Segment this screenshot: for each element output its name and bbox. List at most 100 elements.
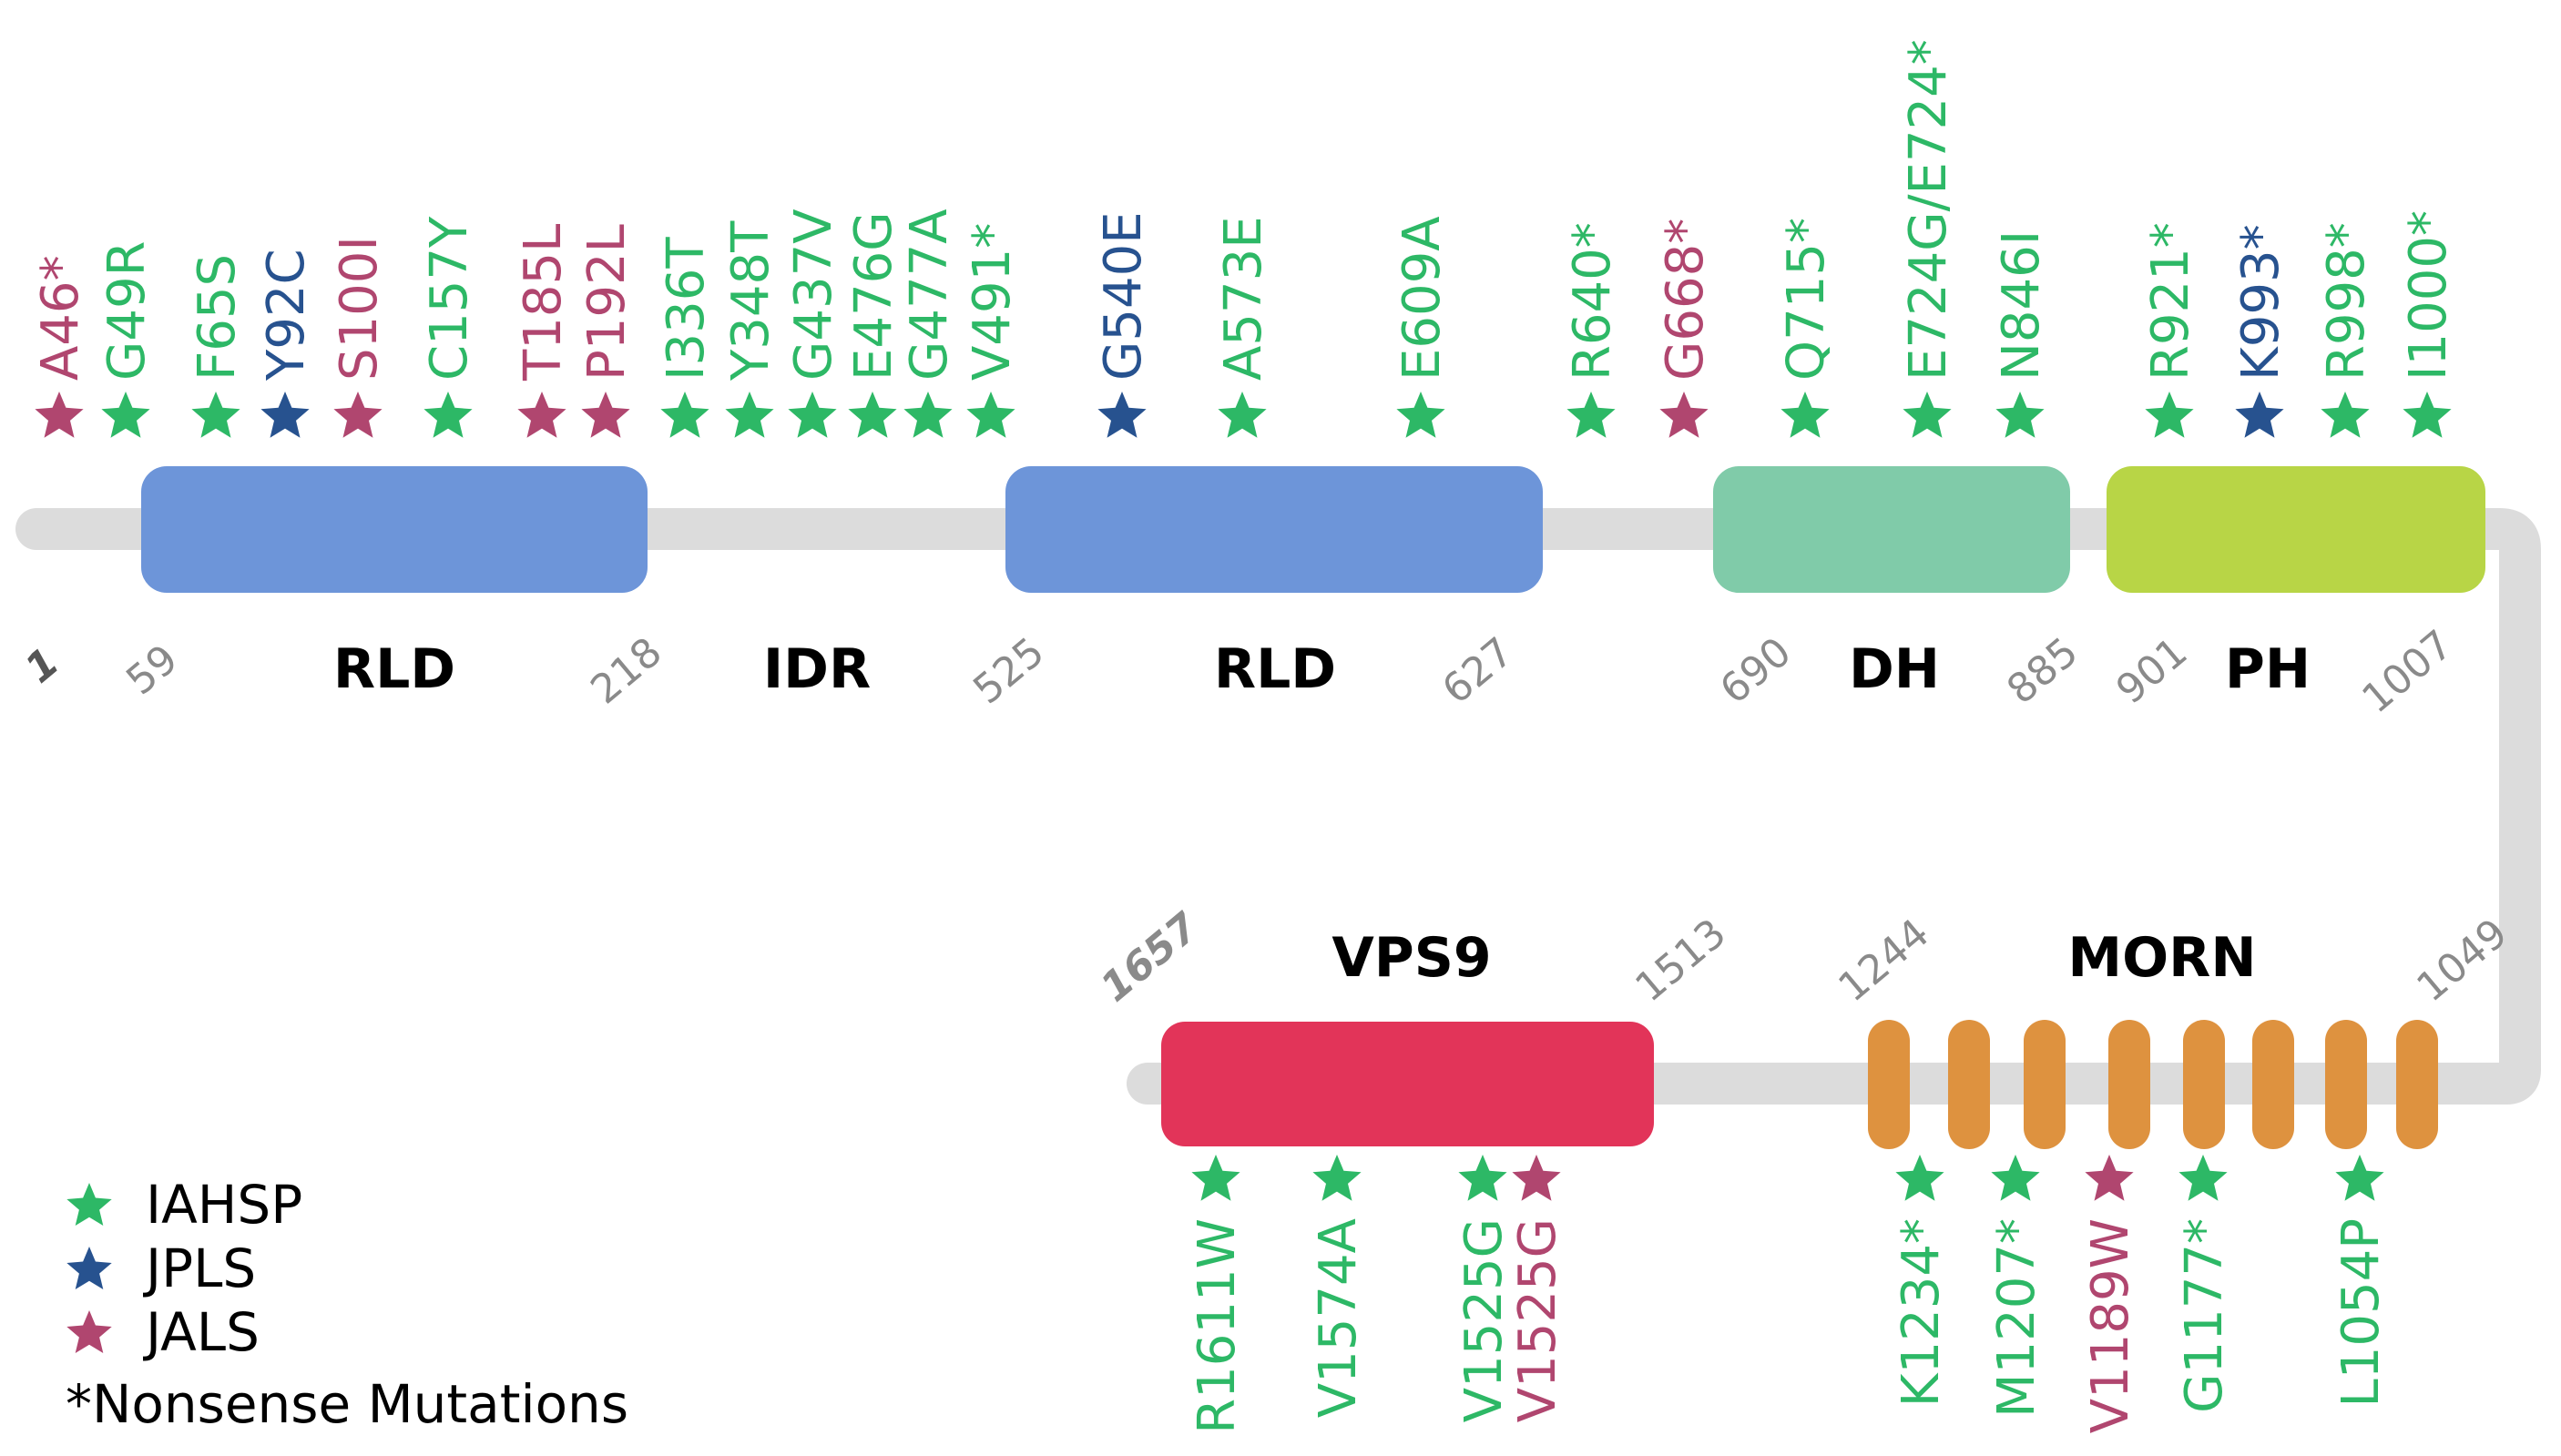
star-icon — [2235, 392, 2284, 438]
star-icon — [848, 392, 897, 438]
mutation-label: R921* — [2141, 222, 2200, 381]
domain-label-vps9: VPS9 — [1332, 926, 1491, 990]
star-icon — [660, 392, 709, 438]
star-icon — [966, 392, 1015, 438]
mutation-label: Q715* — [1777, 218, 1836, 381]
mutation-label: I336T — [657, 237, 716, 381]
morn-repeat — [1948, 1020, 1990, 1149]
star-icon — [1512, 1155, 1561, 1201]
mutation-label: E609A — [1393, 216, 1452, 381]
star-icon — [66, 1310, 112, 1353]
boundary-number: 901 — [2107, 628, 2196, 713]
mutation-label: N846I — [1992, 230, 2051, 381]
n-terminus-number: 1 — [16, 639, 67, 693]
mutation-label: E476G — [844, 211, 903, 381]
boundary-number: 690 — [1711, 628, 1800, 713]
mutation-label: L1054P — [2331, 1218, 2391, 1407]
legend-label-jpls: JPLS — [143, 1237, 256, 1299]
morn-repeat — [2183, 1020, 2225, 1149]
star-icon — [517, 392, 566, 438]
morn-repeat — [1868, 1020, 1910, 1149]
legend-label-jals: JALS — [143, 1301, 260, 1363]
mutation-label: R998* — [2317, 222, 2376, 381]
rld-domain-1 — [141, 466, 648, 593]
domain-label-morn: MORN — [2067, 926, 2256, 990]
morn-repeat — [2108, 1020, 2150, 1149]
star-icon — [1995, 392, 2045, 438]
mutation-label: G49R — [97, 240, 157, 381]
star-icon — [1780, 392, 1830, 438]
mutation-label: V1574A — [1309, 1218, 1368, 1418]
mutation-label: V491* — [963, 223, 1022, 381]
c-terminus-number: 1657 — [1092, 903, 1208, 1011]
star-icon — [35, 392, 84, 438]
star-icon — [581, 392, 630, 438]
mutation-label: M1207* — [1987, 1218, 2046, 1418]
morn-repeat — [2024, 1020, 2066, 1149]
boundary-number: 885 — [1998, 628, 2087, 713]
mutation-label: K993* — [2231, 224, 2291, 381]
mutation-label: V1525G — [1508, 1218, 1567, 1422]
boundary-number: 59 — [117, 636, 187, 704]
star-icon — [1396, 392, 1445, 438]
star-icon — [1991, 1155, 2040, 1201]
star-icon — [1097, 392, 1147, 438]
star-icon — [1895, 1155, 1944, 1201]
mutation-label: G540E — [1094, 211, 1153, 381]
rld-domain-2 — [1005, 466, 1543, 593]
star-icon — [725, 392, 774, 438]
idr-label: IDR — [763, 637, 871, 701]
star-icon — [2335, 1155, 2384, 1201]
boundary-number: 1007 — [2353, 621, 2462, 722]
star-icon — [1566, 392, 1616, 438]
dh-domain — [1713, 466, 2070, 593]
star-icon — [788, 392, 837, 438]
star-icon — [66, 1247, 112, 1289]
mutation-label: V1189W — [2081, 1218, 2140, 1433]
morn-repeats — [1868, 1020, 2438, 1149]
mutation-label: Y348T — [721, 220, 781, 382]
star-icon — [2403, 392, 2452, 438]
mutation-label: G477A — [900, 209, 959, 381]
boundary-number: 1513 — [1627, 910, 1735, 1011]
mutation-label: A573E — [1214, 216, 1273, 381]
boundary-number: 627 — [1434, 628, 1522, 713]
mutation-label: Y92C — [257, 249, 316, 382]
boundary-number: 218 — [582, 628, 670, 713]
legend-label-iahsp: IAHSP — [146, 1174, 302, 1236]
mutation-label: A46* — [31, 255, 90, 381]
boundary-number: 525 — [964, 628, 1053, 713]
mutation-label: T185L — [514, 224, 573, 382]
star-icon — [260, 392, 310, 438]
mutation-label: S100I — [330, 236, 389, 381]
morn-repeat — [2252, 1020, 2294, 1149]
mutation-label: R640* — [1563, 222, 1622, 381]
domain-label-ph: PH — [2225, 637, 2311, 701]
star-icon — [333, 392, 383, 438]
ph-domain — [2107, 466, 2485, 593]
star-icon — [1903, 392, 1952, 438]
mutation-label: E724G/E724* — [1899, 39, 1958, 381]
morn-repeat — [2325, 1020, 2367, 1149]
star-icon — [1218, 392, 1267, 438]
vps9-domain — [1161, 1022, 1654, 1146]
boundary-number: 1244 — [1830, 910, 1938, 1011]
legend: IAHSP JPLS JALS *Nonsense Mutations — [66, 1174, 628, 1435]
protein-backbone — [15, 508, 2541, 1105]
star-icon — [1458, 1155, 1507, 1201]
star-icon — [2178, 1155, 2228, 1201]
star-icon — [191, 392, 240, 438]
star-icon — [423, 392, 473, 438]
star-icon — [1659, 392, 1709, 438]
star-icon — [1191, 1155, 1240, 1201]
mutation-label: G437V — [784, 209, 843, 381]
mutation-label: K1234* — [1892, 1218, 1951, 1407]
mutation-label: G668* — [1656, 219, 1715, 381]
star-icon — [101, 392, 150, 438]
star-icon — [2085, 1155, 2134, 1201]
star-icon — [1312, 1155, 1362, 1201]
mutation-label: R1611W — [1188, 1218, 1247, 1434]
